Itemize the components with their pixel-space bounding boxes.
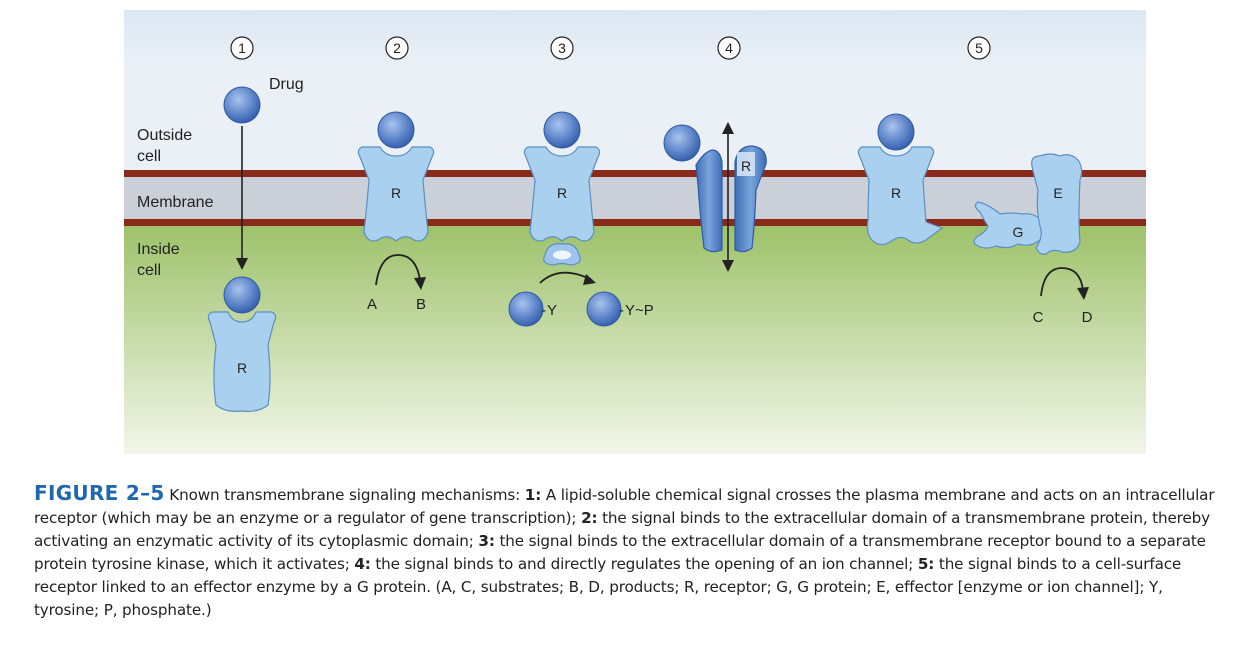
phosphorylation-arrow-head: [583, 274, 596, 285]
svg-text:1: 1: [238, 40, 246, 56]
mechanism-number-2: 2: [385, 36, 409, 60]
caption-item-2-text: the signal binds to the extracellular do…: [34, 509, 1210, 550]
product-y-p: Y~P: [625, 302, 654, 319]
intracellular-receptor-label: R: [237, 360, 247, 376]
g-protein-receptor: [857, 146, 944, 246]
figure-label: FIGURE 2–5: [34, 481, 165, 505]
effector: [1031, 153, 1083, 255]
ion-channel-left: [695, 149, 723, 253]
g-protein-label: G: [1013, 224, 1024, 240]
membrane-outer-line: [124, 170, 1146, 177]
drug-molecule-inside: [223, 276, 261, 314]
reaction-arrow-5-head: [1077, 287, 1089, 300]
drug-molecule-5: [877, 113, 915, 151]
membrane-label: Membrane: [137, 194, 214, 211]
membrane-inner-line: [124, 219, 1146, 226]
caption-item-2-number: 2:: [581, 509, 598, 527]
drug-molecule-2: [377, 111, 415, 149]
membrane-band: [124, 173, 1146, 223]
caption-item-5-text: the signal binds to a cell-surface recep…: [34, 555, 1182, 619]
ion-flow-arrow-top: [722, 122, 734, 134]
mechanism-number-4: 4: [717, 36, 741, 60]
reaction-arrow-5: [1040, 267, 1084, 297]
substrate-c: C: [1033, 309, 1044, 326]
mechanism-number-5: 5: [967, 36, 991, 60]
drug-arrow-head: [236, 258, 248, 270]
drug-label: Drug: [269, 76, 304, 93]
svg-text:5: 5: [975, 40, 983, 56]
svg-text:4: 4: [725, 40, 733, 56]
caption-item-1-number: 1:: [524, 486, 542, 504]
ion-channel-label-box: [737, 152, 755, 176]
enzyme-receptor-label: R: [391, 185, 401, 201]
caption-item-5-number: 5:: [917, 555, 935, 573]
effector-label: E: [1053, 185, 1062, 201]
mechanism-number-3: 3: [550, 36, 574, 60]
mechanism-number-1: 1: [230, 36, 254, 60]
reaction-arrow-2-head: [414, 277, 426, 290]
inside-region: [124, 226, 1146, 454]
caption-item-3-number: 3:: [478, 532, 495, 550]
enzyme-receptor: [357, 146, 435, 242]
caption-item-4-number: 4:: [354, 555, 371, 573]
phosphorylated-product: [586, 291, 622, 327]
substrate-y: Y: [547, 302, 557, 319]
drug-molecule-3: [543, 111, 581, 149]
product-b: B: [416, 296, 426, 313]
svg-text:3: 3: [558, 40, 566, 56]
substrate-a: A: [367, 296, 377, 313]
reaction-arrow-2: [375, 254, 421, 286]
caption-item-3-text: the signal binds to the extracellular do…: [34, 532, 1206, 573]
g-protein: [973, 201, 1047, 249]
g-protein-receptor-label: R: [891, 185, 901, 201]
tyrosine-kinase-highlight: [553, 250, 571, 260]
caption-intro: Known transmembrane signaling mechanisms…: [164, 486, 525, 504]
drug-molecule-4: [663, 124, 701, 162]
kinase-linked-receptor: [523, 146, 601, 242]
product-d: D: [1082, 309, 1093, 326]
tyrosine-substrate: [508, 291, 544, 327]
tyrosine-substrate-dash: -: [541, 302, 546, 319]
intracellular-receptor: [207, 311, 277, 412]
phosphorylated-product-dash: -: [619, 302, 624, 319]
caption-item-4-text: the signal binds to and directly regulat…: [370, 555, 918, 573]
ion-channel-label: R: [741, 158, 751, 174]
figure-caption: FIGURE 2–5 Known transmembrane signaling…: [34, 482, 1224, 622]
kinase-linked-receptor-label: R: [557, 185, 567, 201]
ion-flow-arrow-bottom: [722, 260, 734, 272]
caption-item-1-text: A lipid-soluble chemical signal crosses …: [34, 486, 1215, 527]
drug-molecule-outside: [223, 86, 261, 124]
svg-text:2: 2: [393, 40, 401, 56]
